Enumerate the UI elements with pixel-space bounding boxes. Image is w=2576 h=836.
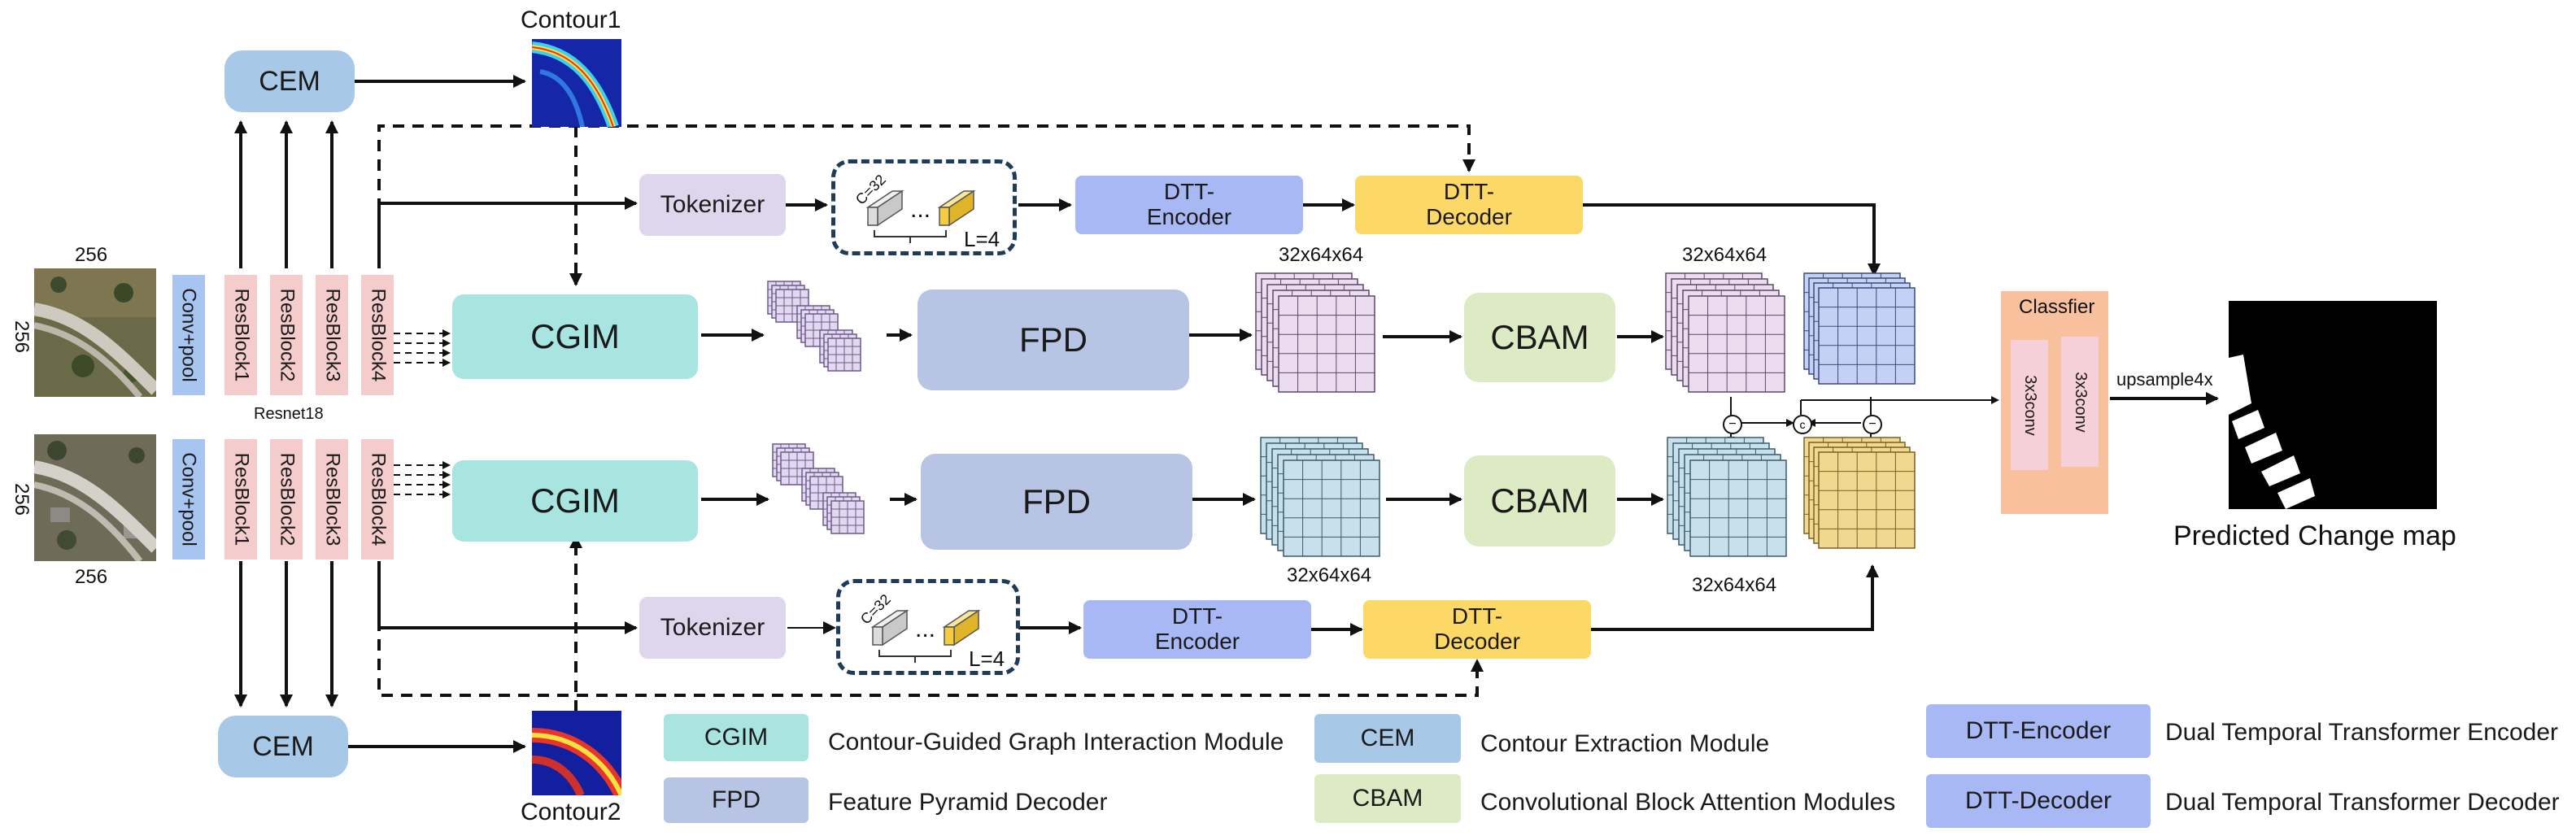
dtt-decoder-bottom: DTT- Decoder xyxy=(1363,600,1591,659)
op-symbol: − xyxy=(1868,417,1876,431)
change-map-output xyxy=(2229,301,2437,509)
contour1-image xyxy=(532,39,621,127)
resblock2-top: ResBlock2 xyxy=(270,275,303,395)
resblock1-bottom: ResBlock1 xyxy=(224,439,257,560)
legend-swatch-fpd: FPD xyxy=(664,777,809,823)
aerial-thumbnail xyxy=(34,434,156,561)
feature-dim-label: 32x64x64 xyxy=(1279,244,1364,266)
dtt-encoder-bottom: DTT- Encoder xyxy=(1083,600,1311,659)
contour-map xyxy=(532,39,621,127)
output-label: Predicted Change map xyxy=(2173,520,2456,551)
resblock3-bottom: ResBlock3 xyxy=(316,439,348,560)
token-length-label: L=4 xyxy=(964,227,1000,251)
token-group-bottom: C=32 ... L=4 xyxy=(836,579,1020,675)
cgim-block-top: CGIM xyxy=(452,294,698,379)
cem-block-top: CEM xyxy=(224,50,355,112)
backbone-label: Resnet18 xyxy=(254,405,324,423)
contour2-label: Contour2 xyxy=(521,799,621,825)
resblock3-top: ResBlock3 xyxy=(316,275,348,395)
upsample-label: upsample4x xyxy=(2116,369,2213,390)
token-length-label: L=4 xyxy=(969,647,1005,671)
concat-op: c xyxy=(1793,415,1812,434)
token-stack-icon xyxy=(865,189,976,243)
token-ellipsis: ... xyxy=(915,616,936,642)
legend-swatch-cbam: CBAM xyxy=(1314,774,1461,823)
feature-map-stack xyxy=(1689,459,1787,557)
legend-text-fpd: Feature Pyramid Decoder xyxy=(828,789,1108,816)
legend-swatch-dtt-encoder: DTT-Encoder xyxy=(1926,704,2151,758)
contour1-label: Contour1 xyxy=(521,7,621,33)
tokenizer-block-bottom: Tokenizer xyxy=(639,597,786,659)
input-width-top: 256 xyxy=(75,244,108,266)
resblock4-bottom: ResBlock4 xyxy=(361,439,394,560)
cbam-block-top: CBAM xyxy=(1464,293,1615,382)
aerial-thumbnail xyxy=(34,268,156,397)
token-group-top: C=32 ... L=4 xyxy=(831,159,1017,255)
resblock1-top: ResBlock1 xyxy=(224,275,257,395)
conv-pool-block-top: Conv+pool xyxy=(172,275,205,395)
subtract-op-top: − xyxy=(1723,415,1742,434)
resblock4-top: ResBlock4 xyxy=(361,275,394,395)
fpd-block-top: FPD xyxy=(918,290,1189,390)
legend-text-dtt-decoder: Dual Temporal Transformer Decoder xyxy=(2165,789,2560,816)
feature-dim-label: 32x64x64 xyxy=(1682,244,1767,266)
legend-text-cem: Contour Extraction Module xyxy=(1480,730,1770,757)
dtt-encoder-top: DTT- Encoder xyxy=(1075,176,1303,234)
contour-map xyxy=(532,711,621,795)
contour2-image xyxy=(532,711,621,795)
resblock2-bottom: ResBlock2 xyxy=(270,439,303,560)
legend-text-cbam: Convolutional Block Attention Modules xyxy=(1480,789,1896,816)
conv-pool-block-bottom: Conv+pool xyxy=(172,439,205,560)
input-width-bottom: 256 xyxy=(75,566,108,588)
conv-block-1: 3x3conv xyxy=(2011,340,2048,470)
cem-block-bottom: CEM xyxy=(218,716,348,777)
token-ellipsis: ... xyxy=(910,196,931,223)
feature-map-stack xyxy=(1283,459,1380,557)
subtract-op-bottom: − xyxy=(1863,415,1882,434)
conv-block-2: 3x3conv xyxy=(2061,337,2099,467)
feature-pyramid-small xyxy=(830,500,865,534)
feature-dim-label: 32x64x64 xyxy=(1692,574,1777,596)
feature-map-stack xyxy=(1278,295,1375,393)
feature-map-stack xyxy=(1818,451,1916,549)
classifier-label: Classfier xyxy=(2019,296,2095,318)
conv-label: 3x3conv xyxy=(2071,371,2090,433)
change-map-shapes xyxy=(2229,355,2315,509)
classifier-block: Classfier 3x3conv 3x3conv xyxy=(2001,291,2108,514)
input-image-t1 xyxy=(34,268,156,397)
feature-map-stack xyxy=(1688,295,1785,393)
feature-pyramid-small xyxy=(827,337,861,372)
op-symbol: c xyxy=(1799,418,1806,431)
legend-text-dtt-encoder: Dual Temporal Transformer Encoder xyxy=(2165,719,2558,746)
fpd-block-bottom: FPD xyxy=(921,454,1192,550)
token-stack-icon xyxy=(870,609,981,663)
legend-swatch-dtt-decoder: DTT-Decoder xyxy=(1926,774,2151,828)
conv-label: 3x3conv xyxy=(2020,374,2039,436)
op-symbol: − xyxy=(1728,417,1737,431)
feature-dim-label: 32x64x64 xyxy=(1287,564,1372,586)
dtt-decoder-top: DTT- Decoder xyxy=(1355,176,1583,234)
input-image-t2 xyxy=(34,434,156,561)
legend-swatch-cem: CEM xyxy=(1314,714,1461,763)
feature-map-stack xyxy=(1818,287,1916,385)
legend-swatch-cgim: CGIM xyxy=(664,714,809,761)
legend-text-cgim: Contour-Guided Graph Interaction Module xyxy=(828,729,1284,755)
cbam-block-bottom: CBAM xyxy=(1464,455,1615,546)
tokenizer-block-top: Tokenizer xyxy=(639,174,786,236)
cgim-block-bottom: CGIM xyxy=(452,460,698,542)
